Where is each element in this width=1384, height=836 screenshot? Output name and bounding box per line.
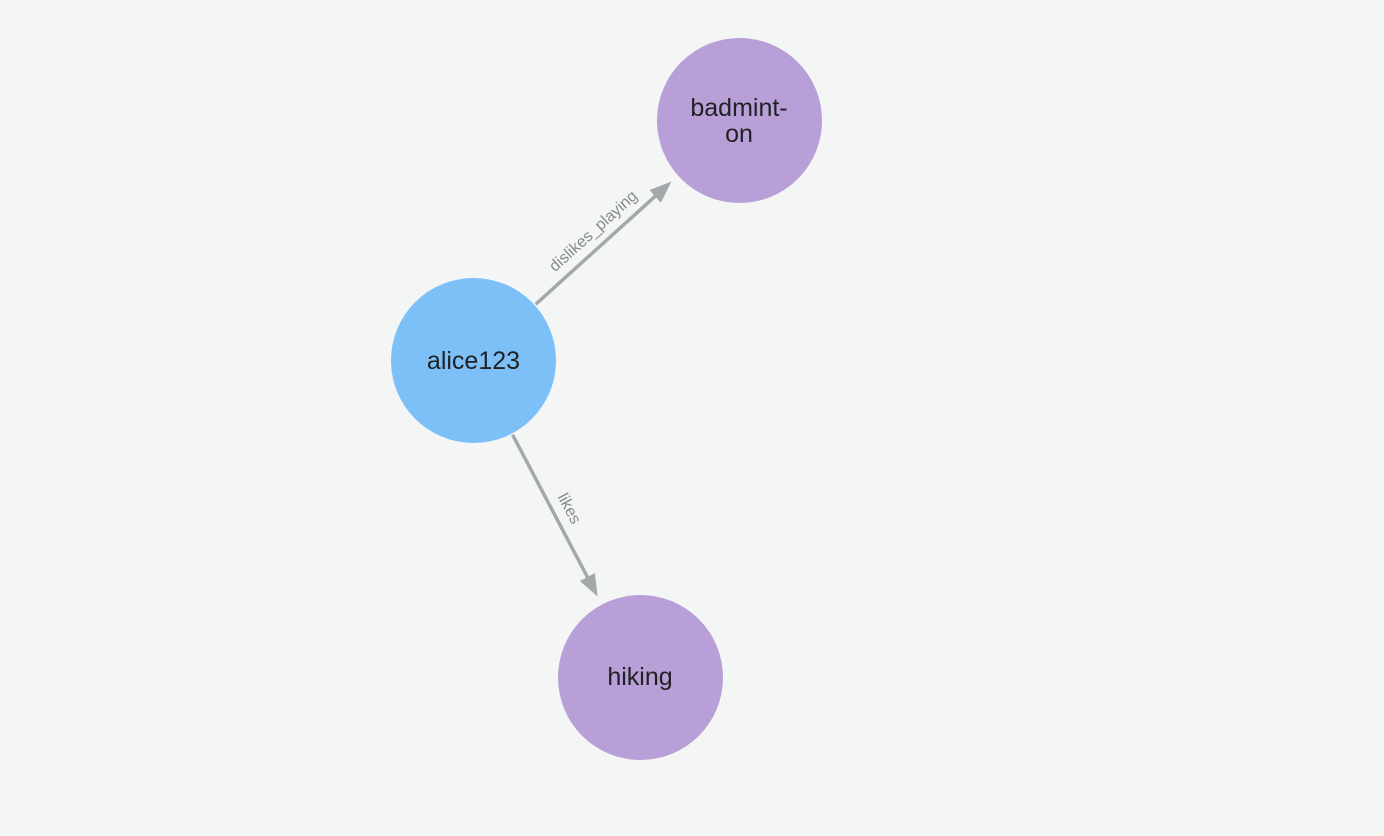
node-label: hiking xyxy=(607,663,673,691)
edge-line[interactable] xyxy=(511,434,592,584)
node-label: badmint- xyxy=(690,93,788,122)
graph-node[interactable]: hiking xyxy=(557,594,723,760)
arrowhead-icon xyxy=(649,181,672,203)
arrowhead-icon xyxy=(579,573,598,597)
graph-node[interactable]: badmint-on xyxy=(656,38,822,203)
edge-line[interactable] xyxy=(534,190,661,306)
node-label: on xyxy=(725,119,753,148)
graph-node[interactable]: alice123 xyxy=(391,278,556,443)
node-label: alice123 xyxy=(426,346,521,375)
